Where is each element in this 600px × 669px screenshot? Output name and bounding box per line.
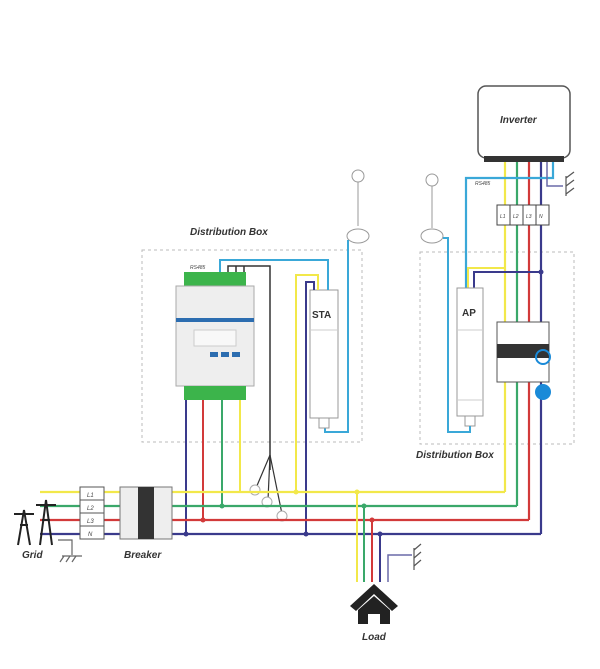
ap-module: AP	[456, 287, 484, 427]
svg-text:N: N	[88, 532, 93, 538]
highlight-ring	[535, 349, 551, 365]
sta-module: STA	[309, 289, 339, 429]
svg-text:L3: L3	[526, 214, 532, 220]
distribution-box-right-label: Distribution Box	[416, 450, 494, 461]
svg-text:L3: L3	[87, 519, 94, 525]
grid-terminal-block: L1 L2 L3 N	[79, 486, 105, 540]
antenna-icon-ap	[420, 173, 444, 244]
breaker-right	[496, 321, 551, 383]
sta-label: STA	[312, 310, 331, 321]
rs485-meter-label: RS485	[190, 265, 206, 271]
grid-tower-icon	[14, 499, 56, 546]
ground-icon	[565, 171, 575, 196]
svg-text:L2: L2	[513, 214, 519, 220]
svg-text:L2: L2	[87, 506, 94, 512]
energy-meter	[175, 272, 255, 400]
ground-icon-load	[413, 543, 422, 570]
wire-rs485-inverter	[464, 162, 555, 290]
antenna-icon-sta	[346, 169, 370, 244]
inverter-label: Inverter	[500, 115, 538, 126]
distribution-box-left-label: Distribution Box	[190, 227, 268, 238]
breaker-left	[119, 486, 173, 540]
highlight-dot	[535, 384, 551, 400]
load-label: Load	[362, 632, 387, 643]
inverter-terminal-block: L1 L2 L3 N	[496, 204, 550, 226]
svg-text:L1: L1	[87, 493, 94, 499]
ground-icon-grid	[58, 539, 82, 563]
svg-text:N: N	[539, 214, 543, 220]
inverter: Inverter	[477, 85, 571, 162]
svg-text:L1: L1	[500, 214, 506, 220]
ap-label: AP	[462, 308, 476, 319]
grid-label: Grid	[22, 550, 43, 561]
house-icon	[350, 584, 398, 624]
distribution-box-left	[141, 249, 363, 443]
distribution-box-right	[419, 251, 575, 445]
breaker-label: Breaker	[124, 550, 162, 561]
rs485-inverter-label: RS485	[475, 181, 491, 187]
